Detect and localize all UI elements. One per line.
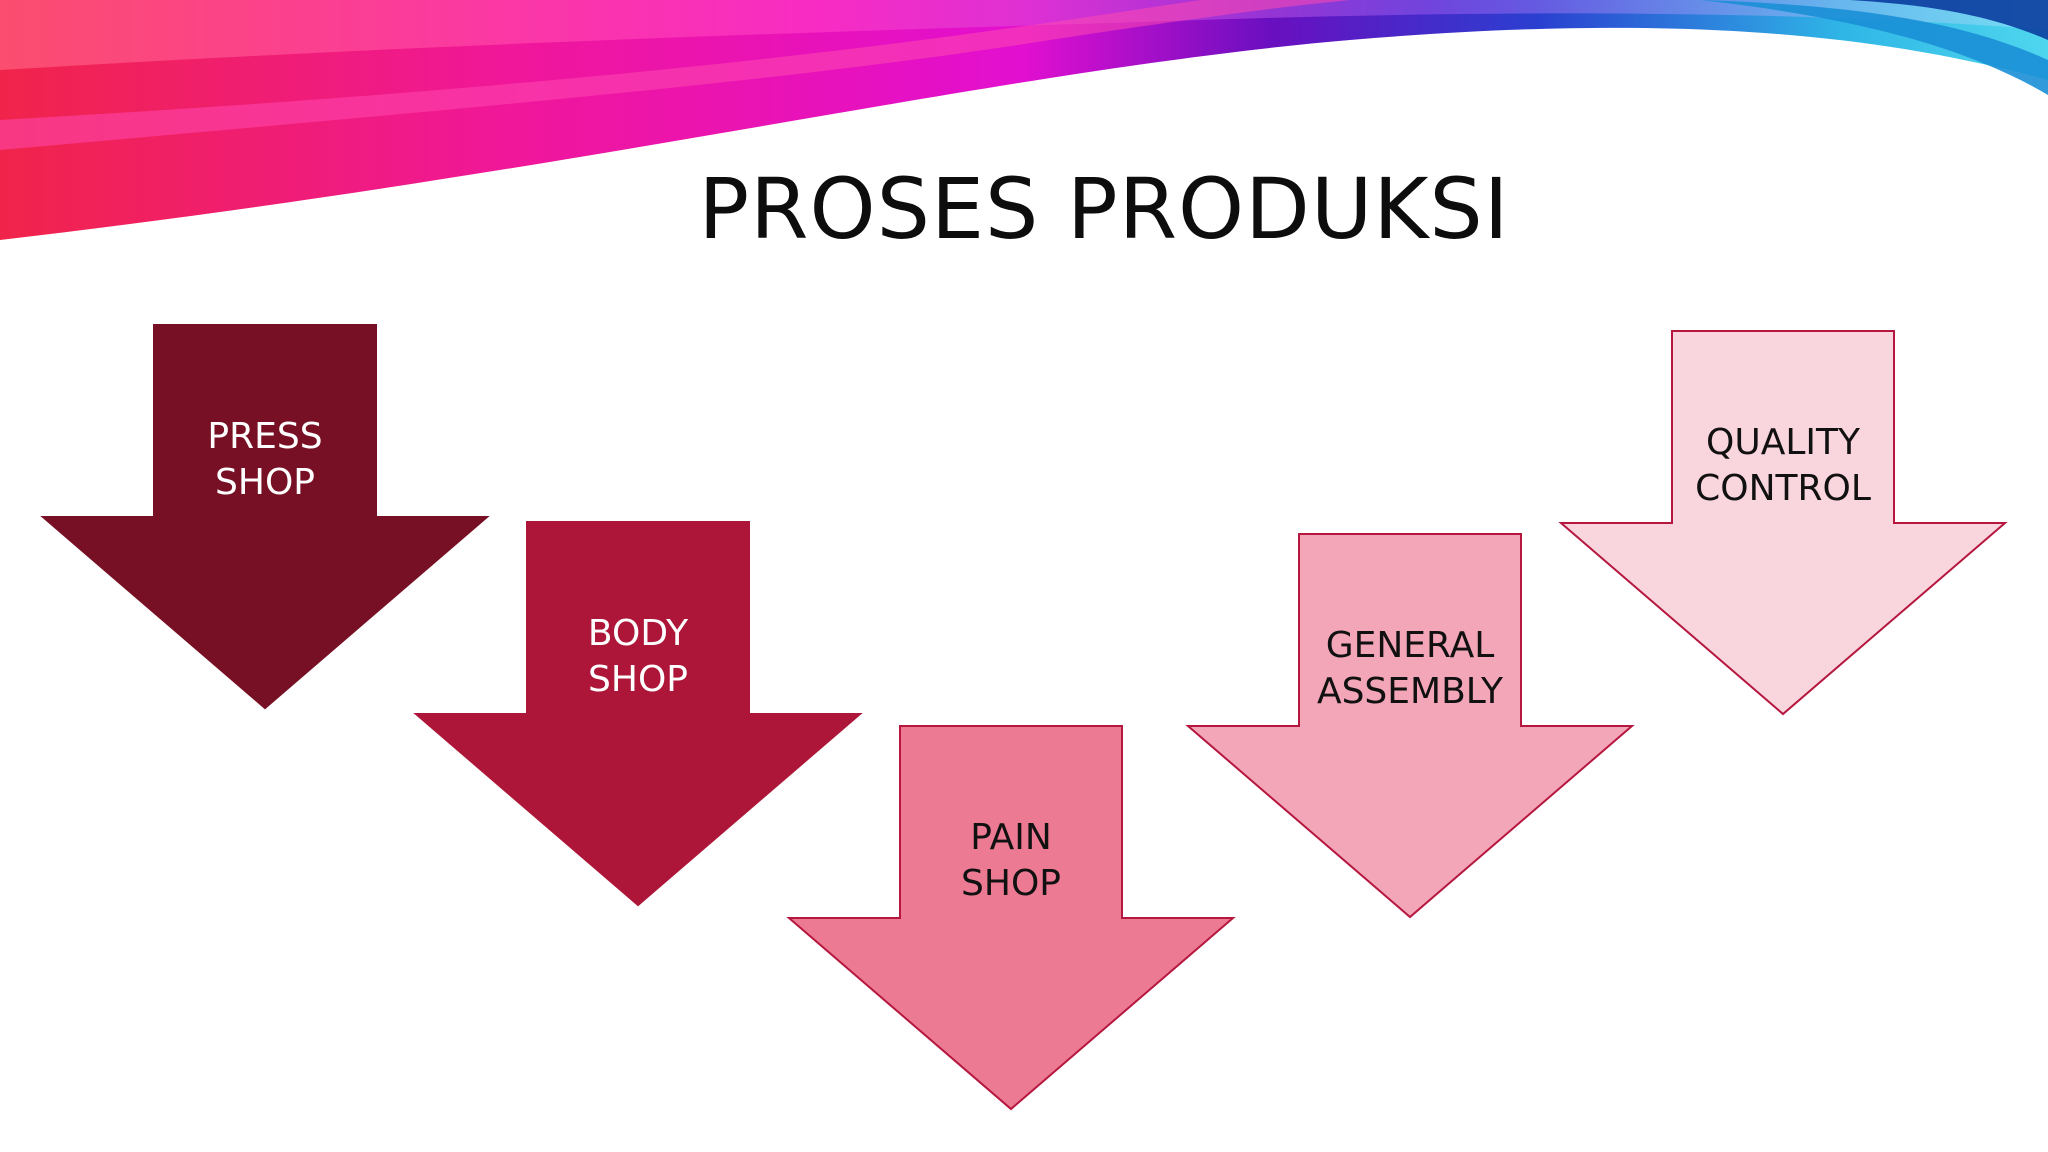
process-step-4: GENERAL ASSEMBLY [1185, 533, 1635, 919]
ribbon-decoration [0, 0, 2048, 240]
step-label-line1: PAIN [970, 817, 1052, 858]
down-arrow-shape [40, 324, 490, 710]
step-label-line2: SHOP [588, 659, 688, 700]
process-step-3: PAIN SHOP [786, 725, 1236, 1111]
step-label-line2: SHOP [961, 863, 1061, 904]
step-label-line1: BODY [588, 613, 689, 654]
process-step-5: QUALITY CONTROL [1558, 330, 2008, 716]
process-arrows: PRESS SHOP BODY SHOP PAIN SHOP GENERAL ASSEMBLY… [40, 324, 2008, 1111]
step-label-line2: ASSEMBLY [1317, 671, 1504, 712]
process-step-2: BODY SHOP [413, 521, 863, 907]
step-label-line1: QUALITY [1706, 422, 1861, 463]
step-label-line1: PRESS [207, 416, 322, 457]
down-arrow-shape [413, 521, 863, 907]
down-arrow-shape [1558, 330, 2008, 716]
process-step-1: PRESS SHOP [40, 324, 490, 710]
down-arrow-shape [786, 725, 1236, 1111]
step-label-line2: CONTROL [1695, 468, 1871, 509]
down-arrow-shape [1185, 533, 1635, 919]
slide-title: PROSES PRODUKSI [698, 160, 1510, 258]
step-label-line1: GENERAL [1326, 625, 1495, 666]
step-label-line2: SHOP [215, 462, 315, 503]
